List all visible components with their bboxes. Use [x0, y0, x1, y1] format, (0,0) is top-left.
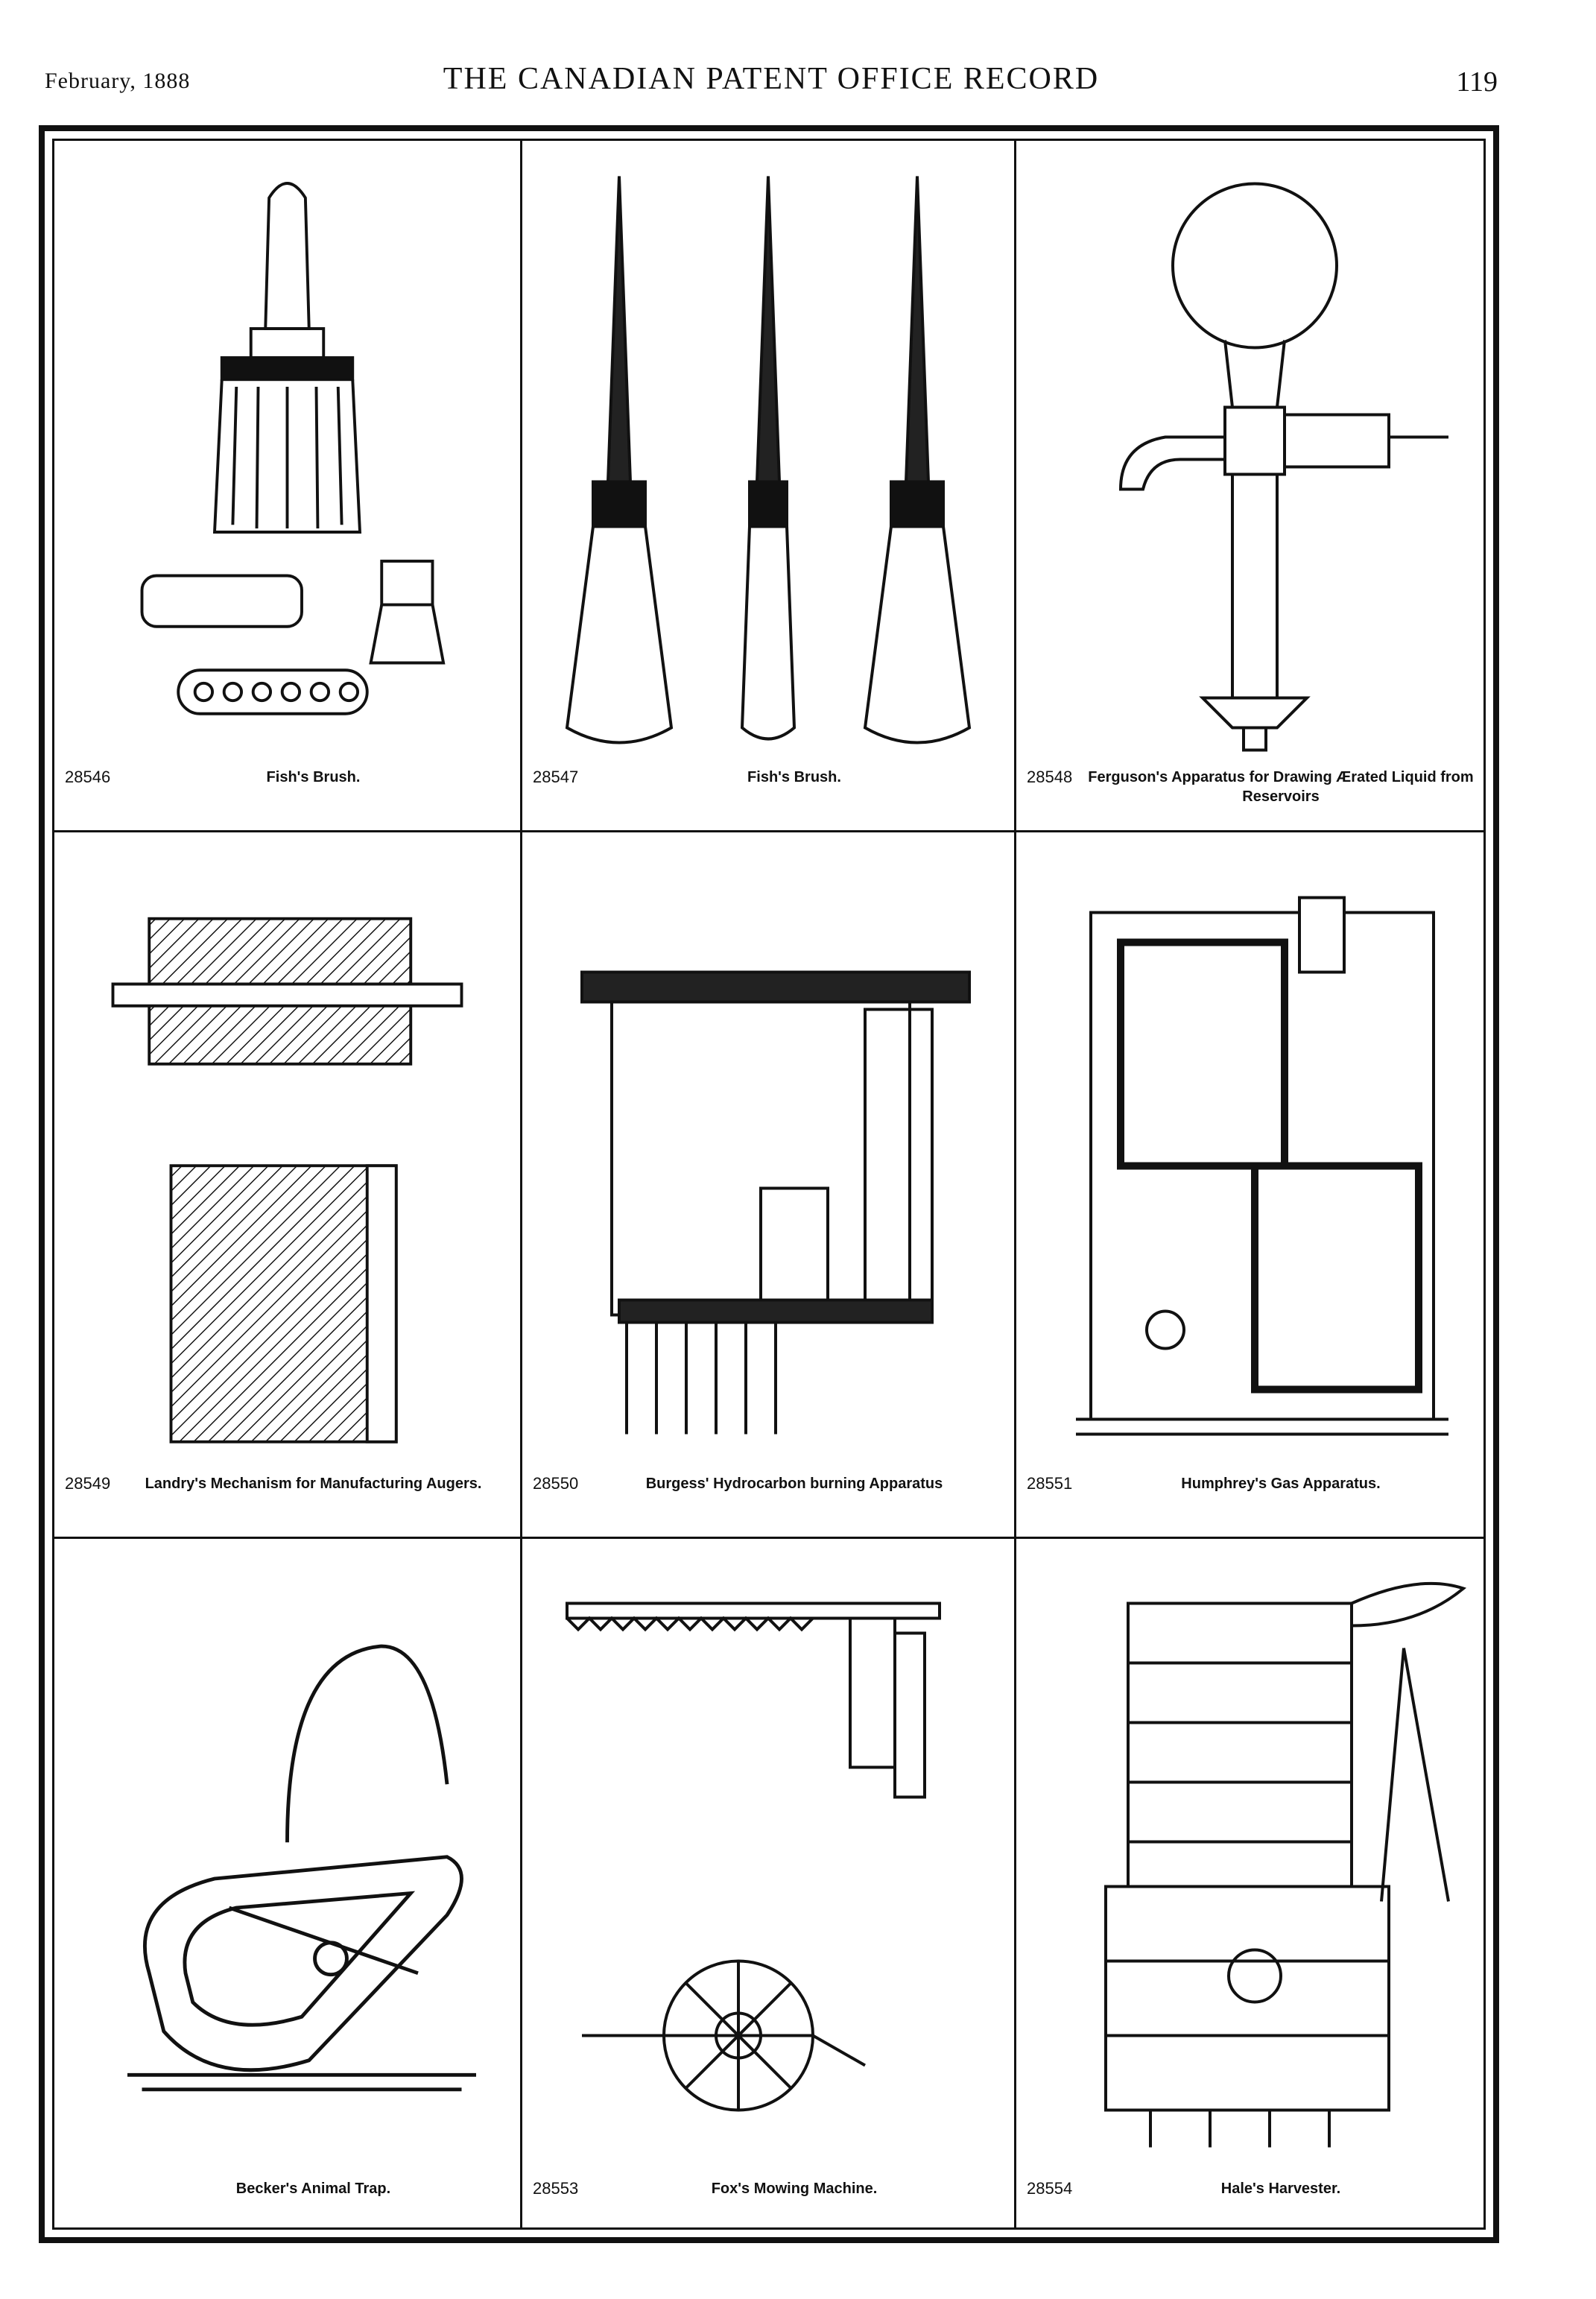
- patent-caption: 28546 Fish's Brush.: [65, 768, 510, 820]
- patent-title: Fish's Brush.: [747, 769, 841, 785]
- plate-frame: 28546 Fish's Brush.: [39, 125, 1499, 2243]
- brush-drawing: [537, 156, 999, 763]
- patent-cell-animal-trap: Becker's Animal Trap.: [54, 1539, 520, 2242]
- grid-divider: [520, 141, 522, 2227]
- patent-title: Hale's Harvester.: [1220, 2181, 1341, 2197]
- grid-divider: [54, 830, 1483, 832]
- patent-number: 28550: [533, 1474, 579, 1493]
- auger-drawing: [69, 847, 505, 1470]
- patent-caption: Becker's Animal Trap.: [65, 2179, 510, 2231]
- gas-apparatus-drawing: [1031, 847, 1478, 1470]
- running-head: February, 1888 THE CANADIAN PATENT OFFIC…: [45, 61, 1498, 106]
- patent-caption: 28551 Humphrey's Gas Apparatus.: [1027, 1474, 1483, 1526]
- patent-title: Ferguson's Apparatus for Drawing Ærated …: [1088, 769, 1474, 805]
- patent-cell-28553: 28553 Fox's Mowing Machine.: [522, 1539, 1014, 2242]
- brush-drawing: [69, 156, 505, 763]
- harvester-drawing: [1031, 1554, 1478, 2175]
- patent-cell-28549: 28549 Landry's Mechanism for Manufacturi…: [54, 832, 520, 1537]
- patent-title: Burgess' Hydrocarbon burning Apparatus: [645, 1476, 943, 1492]
- patent-number: 28551: [1027, 1474, 1073, 1493]
- patent-caption: 28550 Burgess' Hydrocarbon burning Appar…: [533, 1474, 1004, 1526]
- patent-caption: 28549 Landry's Mechanism for Manufacturi…: [65, 1474, 510, 1526]
- patent-number: 28548: [1027, 768, 1073, 786]
- hydrocarbon-burner-drawing: [537, 847, 999, 1470]
- publication-title: THE CANADIAN PATENT OFFICE RECORD: [443, 62, 1100, 96]
- patent-caption: 28554 Hale's Harvester.: [1027, 2179, 1483, 2231]
- grid-divider: [54, 1537, 1483, 1539]
- patent-number: 28549: [65, 1474, 111, 1493]
- plate-inner-border: 28546 Fish's Brush.: [52, 139, 1486, 2230]
- patent-number: 28546: [65, 768, 111, 786]
- patent-number: 28553: [533, 2179, 579, 2198]
- patent-title: Fox's Mowing Machine.: [711, 2181, 878, 2197]
- mowing-machine-drawing: [537, 1554, 999, 2175]
- patent-number: 28547: [533, 768, 579, 786]
- patent-caption: 28547 Fish's Brush.: [533, 768, 1004, 820]
- patent-title: Humphrey's Gas Apparatus.: [1181, 1476, 1381, 1492]
- patent-cell-28551: 28551 Humphrey's Gas Apparatus.: [1016, 832, 1493, 1537]
- patent-cell-28546: 28546 Fish's Brush.: [54, 141, 520, 830]
- page-number: 119: [1456, 66, 1498, 98]
- patent-cell-28550: 28550 Burgess' Hydrocarbon burning Appar…: [522, 832, 1014, 1537]
- patent-number: 28554: [1027, 2179, 1073, 2198]
- grid-divider: [1014, 141, 1016, 2227]
- patent-caption: 28553 Fox's Mowing Machine.: [533, 2179, 1004, 2231]
- patent-cell-28547: 28547 Fish's Brush.: [522, 141, 1014, 830]
- patent-grid: 28546 Fish's Brush.: [54, 141, 1483, 2227]
- patent-caption: 28548 Ferguson's Apparatus for Drawing Æ…: [1027, 768, 1483, 820]
- patent-cell-28554: 28554 Hale's Harvester.: [1016, 1539, 1493, 2242]
- apparatus-drawing: [1031, 156, 1478, 763]
- patent-title: Becker's Animal Trap.: [235, 2181, 391, 2197]
- issue-date: February, 1888: [45, 69, 191, 93]
- animal-trap-drawing: [69, 1554, 505, 2175]
- patent-title: Fish's Brush.: [266, 769, 361, 785]
- patent-title: Landry's Mechanism for Manufacturing Aug…: [145, 1476, 482, 1492]
- patent-cell-28548: 28548 Ferguson's Apparatus for Drawing Æ…: [1016, 141, 1493, 830]
